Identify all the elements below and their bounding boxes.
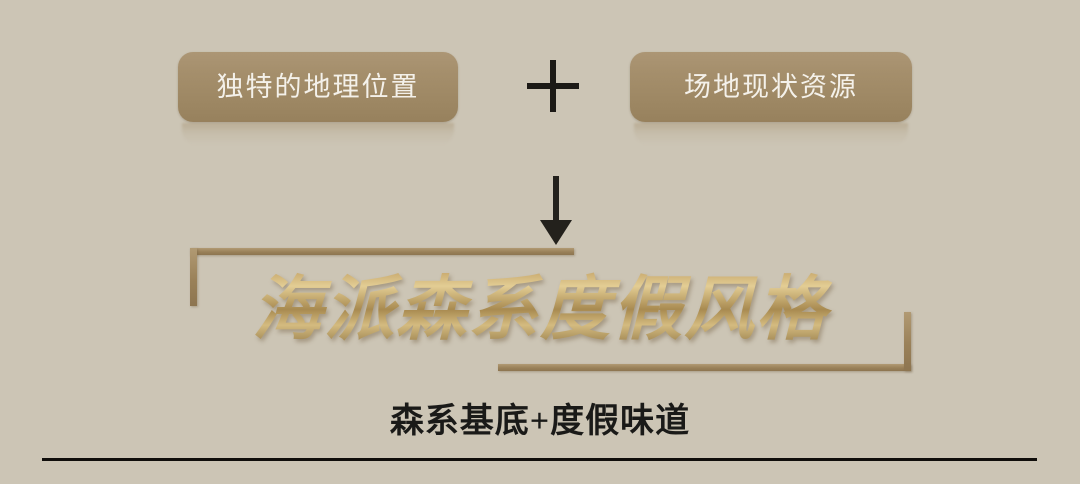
concept-box-geography[interactable]: 独特的地理位置 xyxy=(178,52,458,122)
bracket-right-line xyxy=(904,312,911,371)
arrow-down-stem xyxy=(553,176,559,224)
bracket-top-line xyxy=(190,248,574,255)
arrow-down-icon xyxy=(538,176,574,246)
concept-box-label: 独特的地理位置 xyxy=(216,71,420,102)
plus-icon xyxy=(527,60,579,112)
plus-icon-vertical-bar xyxy=(550,60,556,112)
arrow-down-head xyxy=(540,220,572,245)
bracket-bottom-line xyxy=(498,364,911,371)
bottom-divider xyxy=(42,458,1037,461)
concept-box-site-resources[interactable]: 场地现状资源 xyxy=(630,52,912,122)
bracket-left-line xyxy=(190,248,197,306)
concept-box-label: 场地现状资源 xyxy=(684,71,858,102)
page-title: 海派森系度假风格 xyxy=(0,272,1080,350)
concept-box-reflection-left xyxy=(182,123,454,145)
page-subtitle: 森系基底+度假味道 xyxy=(389,403,691,440)
concept-box-reflection-right xyxy=(634,123,908,145)
